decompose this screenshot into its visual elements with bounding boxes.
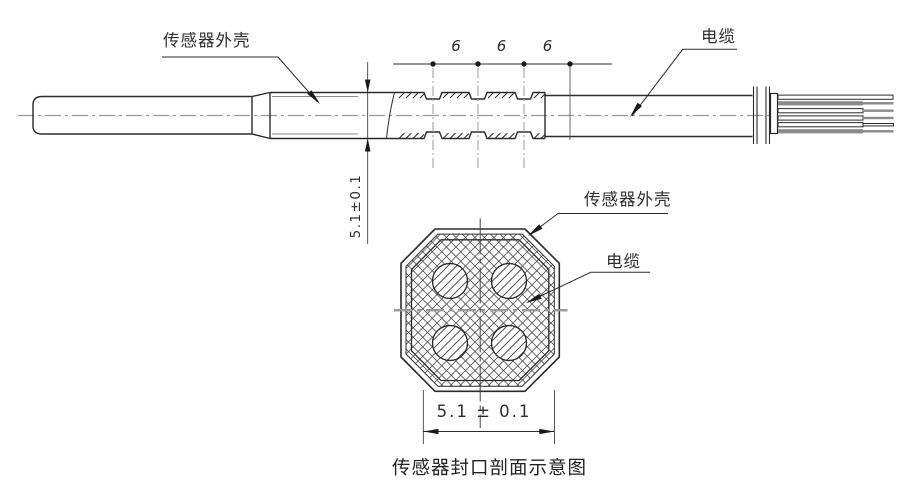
side-cable-label: 电缆 <box>701 27 736 46</box>
tube-height-dim-label: 5.1±0.1 <box>348 173 364 239</box>
tube-height-dimension <box>364 62 371 244</box>
pitch-dim-1: 6 <box>451 37 461 55</box>
side-housing-label: 传感器外壳 <box>163 31 251 50</box>
section-shell-inner <box>410 239 550 382</box>
crimp-hatch-ticks <box>398 92 546 139</box>
cable-wires <box>769 92 894 135</box>
section-view-drawing <box>394 213 668 444</box>
section-caption: 传感器封口剖面示意图 <box>392 458 588 479</box>
side-cable-leader <box>630 48 737 117</box>
side-view-drawing <box>18 48 894 244</box>
cable-break-symbol <box>752 86 771 144</box>
section-cable-leader <box>526 271 650 303</box>
section-cable-label: 电缆 <box>606 252 641 271</box>
section-width-dimension <box>422 390 555 444</box>
side-housing-leader <box>162 56 320 104</box>
cable-body <box>545 94 753 138</box>
section-housing-label: 传感器外壳 <box>584 190 672 209</box>
pitch-dim-2: 6 <box>496 37 507 55</box>
sensor-probe <box>32 91 271 140</box>
section-cable-circles <box>431 262 528 362</box>
section-width-dim-label: 5.1 ± 0.1 <box>436 402 532 421</box>
pitch-dim-3: 6 <box>542 37 553 55</box>
pitch-dimension <box>393 61 612 168</box>
section-housing-leader <box>528 213 668 236</box>
